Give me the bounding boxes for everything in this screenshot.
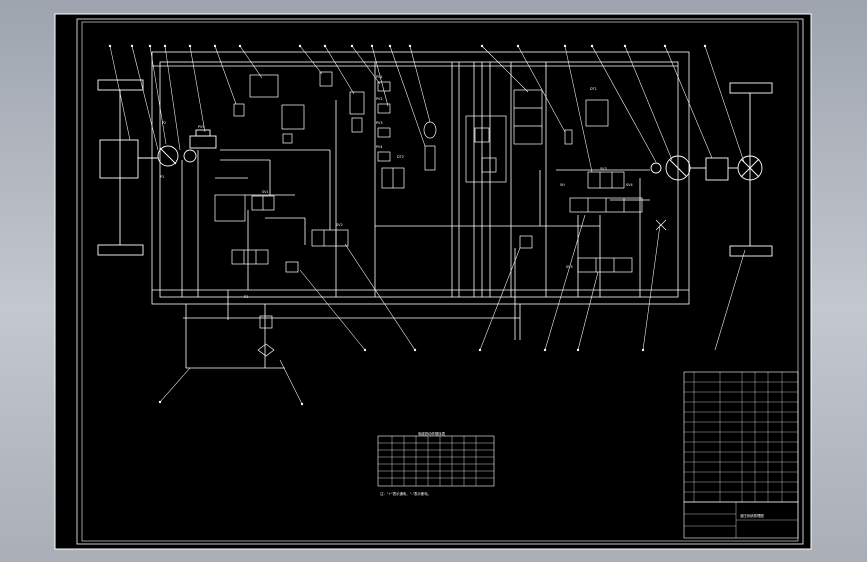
component-label: PV5 [198, 125, 205, 129]
electromagnet-table: 电磁铁动作顺序表 注："+"表示通电，"-"表示断电。 [377, 431, 495, 496]
table-title: 电磁铁动作顺序表 [418, 431, 446, 436]
drawing-inner-frame [81, 21, 799, 542]
component-label: P2 [162, 121, 166, 125]
valve-symbols [214, 71, 667, 357]
title-block-title: 液压系统原理图 [740, 513, 764, 518]
component-label: PV3 [376, 121, 383, 125]
callout-numbers [108, 44, 707, 406]
component-label-group: PV1 PV2 PV3 PV4 PV5 DT1 DT2 SV1 SV2 SV3 … [160, 75, 633, 299]
component-label: DT1 [590, 87, 597, 91]
component-label: PV4 [376, 145, 383, 149]
component-label: P1 [160, 175, 164, 179]
component-label: SV4 [626, 183, 633, 187]
component-label: SV1 [262, 190, 269, 194]
component-label: SV5 [566, 265, 573, 269]
left-axle [97, 79, 217, 256]
component-label: PV1 [376, 75, 383, 79]
drawing-border [76, 18, 804, 545]
component-label: SV3 [600, 167, 607, 171]
circuit-frames [151, 51, 690, 369]
component-label: SH [560, 183, 565, 187]
leader-lines [109, 45, 746, 405]
title-block: 液压系统原理图 [683, 371, 799, 539]
component-label: P3 [244, 295, 248, 299]
component-label: DT2 [397, 155, 404, 159]
table-note: 注："+"表示通电，"-"表示断电。 [380, 491, 431, 496]
component-label: PV2 [376, 97, 383, 101]
drawing-sheet [54, 13, 812, 550]
right-axle [650, 82, 773, 257]
component-label: SV2 [336, 223, 343, 227]
